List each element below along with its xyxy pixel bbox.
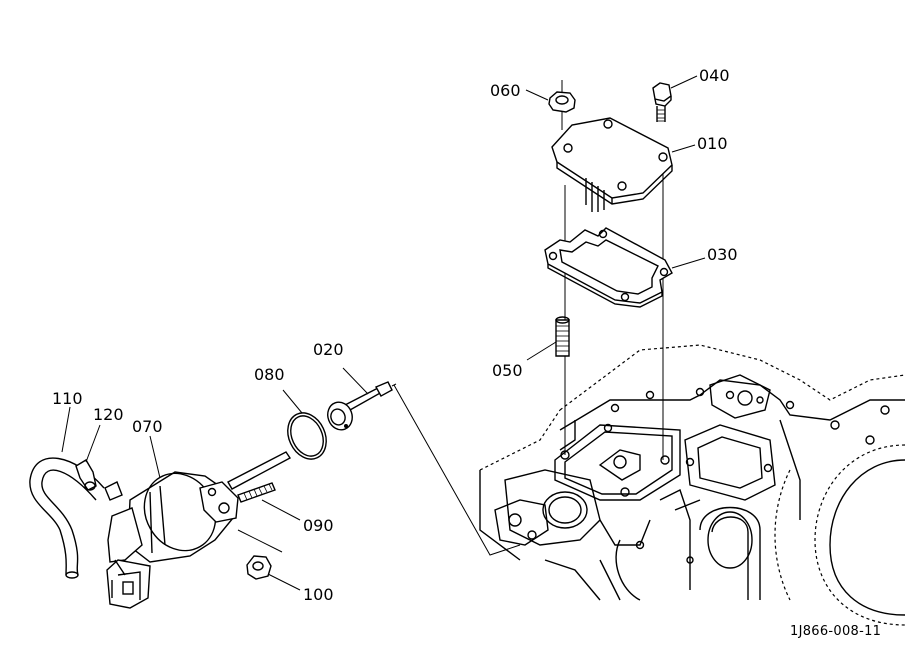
bolt-040 — [652, 75, 698, 122]
label-020: 020 — [313, 340, 344, 359]
stud-050 — [526, 316, 570, 361]
label-010: 010 — [697, 134, 728, 153]
document-reference: 1J866-008-11 — [790, 624, 882, 639]
stud-090 — [237, 482, 301, 521]
hose-110 — [29, 406, 105, 579]
label-070: 070 — [132, 417, 163, 436]
shaft-020 — [327, 367, 397, 431]
label-110: 110 — [52, 389, 83, 408]
label-040: 040 — [699, 66, 730, 85]
nut-060 — [525, 80, 576, 130]
solenoid-070 — [104, 435, 292, 609]
engine-block — [393, 160, 906, 626]
label-090: 090 — [303, 516, 334, 535]
nut-100 — [237, 529, 301, 591]
oring-080 — [282, 389, 327, 460]
clip-120 — [75, 424, 101, 491]
label-080: 080 — [254, 365, 285, 384]
label-060: 060 — [490, 81, 521, 100]
cover-010 — [551, 117, 696, 212]
gasket-030 — [544, 227, 706, 308]
label-050: 050 — [492, 361, 523, 380]
label-100: 100 — [303, 585, 334, 604]
label-120: 120 — [93, 405, 124, 424]
label-030: 030 — [707, 245, 738, 264]
